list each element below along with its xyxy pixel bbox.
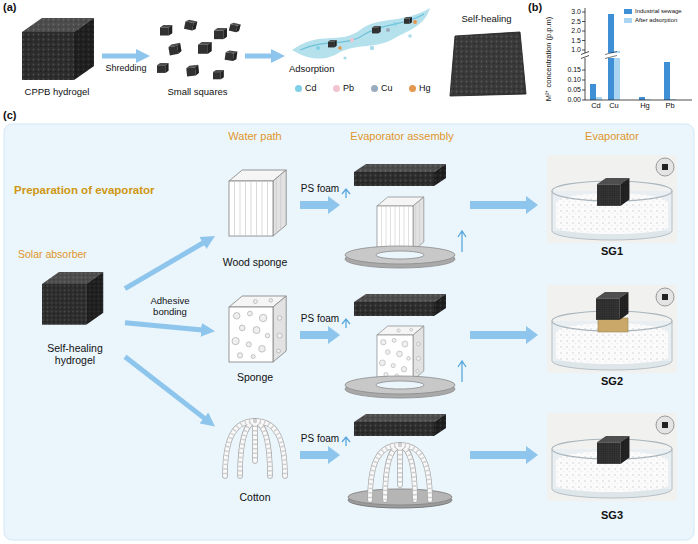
flow-arrow (245, 54, 275, 59)
illustration-node: SG1 (543, 152, 681, 260)
illustration-node: Small squares (150, 12, 245, 100)
tick-label: 3.0 (571, 8, 581, 16)
tick-label: 0.00 (567, 96, 581, 104)
axis-title: M²⁺ concentration (p.p.m) (545, 17, 554, 102)
node-label: Cotton (240, 491, 271, 503)
text-label: Solar absorber (18, 248, 87, 260)
flow-arrow (125, 241, 206, 289)
legend-label: Cu (381, 84, 393, 94)
node-label: Self-healing (461, 14, 511, 25)
evaporator-assembly (342, 164, 466, 268)
evaporator-assembly (342, 414, 452, 508)
tick-label: 0.10 (567, 76, 581, 84)
hydrogel-cube (42, 272, 103, 325)
illustration-node: Self-healing hydrogel (25, 268, 125, 368)
evaporator-photo (547, 155, 677, 243)
tick-label: 2.0 (571, 27, 581, 35)
wood-sponge (229, 170, 286, 236)
text-label: Preparation of evaporator (14, 184, 155, 197)
legend-label: Hg (419, 84, 431, 94)
sponge (229, 296, 286, 362)
flow-arrow (125, 323, 205, 331)
legend-swatch (371, 85, 378, 92)
text-label: Water path (228, 130, 281, 143)
text-label: Evaporator (585, 130, 639, 143)
cotton-wick (225, 421, 285, 476)
evaporator-photo (547, 413, 677, 501)
node-label: Adsorption (289, 64, 334, 75)
node-label: Self-healing hydrogel (29, 342, 121, 366)
tick-label: 1.0 (571, 46, 581, 54)
text-label: Evaporator assembly (350, 130, 453, 143)
edge-label: Adhesive bonding (138, 296, 202, 318)
node-label: Wood sponge (223, 256, 288, 268)
flow-arrow (102, 54, 140, 59)
node-label: CPPB hydrogel (25, 87, 90, 98)
illustration-node: Self-healing (445, 12, 528, 100)
edge-label: Shredding (103, 63, 148, 73)
legend-swatch (295, 85, 302, 92)
text-label: Hg (640, 102, 650, 111)
node-label: SG2 (601, 375, 623, 388)
illustration-node: Wood sponge (215, 155, 295, 270)
legend-label: Pb (343, 84, 354, 94)
node-label: Sponge (237, 371, 273, 383)
legend-label: Industrial sewage (635, 8, 682, 15)
hydrogel-pieces (157, 19, 241, 79)
legend-item: Industrial sewage (624, 8, 682, 15)
water-splash (292, 8, 430, 60)
tick-label: 0.05 (567, 86, 581, 94)
legend-label: After adsorption (635, 17, 677, 24)
assembly-arrows (300, 196, 538, 464)
evaporator-photo (547, 285, 677, 373)
legend-swatch (624, 9, 632, 14)
tick-label: 1.5 (571, 36, 581, 44)
node-label: SG1 (601, 245, 623, 258)
text-label: Cd (591, 102, 601, 111)
legend-item: Pb (333, 84, 354, 94)
text-label: PS foam (301, 433, 339, 445)
illustration-node: SG3 (543, 410, 681, 524)
self-healed-mat (450, 32, 526, 96)
legend-item: After adsorption (624, 17, 677, 24)
bar-chart (581, 8, 692, 100)
legend-item: Hg (409, 84, 431, 94)
evaporator-assembly (342, 294, 466, 398)
panel-background (4, 124, 694, 540)
legend-swatch (333, 85, 340, 92)
legend-label: Cd (305, 84, 317, 94)
text-label: Cu (609, 102, 619, 111)
hydrogel-cube (22, 18, 94, 80)
tick-label: 0.15 (567, 66, 581, 74)
text-label: Pb (665, 102, 674, 111)
illustration-node: Cotton (215, 410, 295, 505)
node-label: Small squares (167, 87, 227, 98)
illustration-node: SG2 (543, 282, 681, 390)
text-label: PS foam (301, 313, 339, 325)
tick-label: 2.5 (571, 17, 581, 25)
text-label: PS foam (301, 183, 339, 195)
flow-arrow (125, 357, 207, 421)
node-label: SG3 (601, 509, 623, 522)
legend-swatch (624, 18, 632, 23)
legend-item: Cu (371, 84, 393, 94)
legend-swatch (409, 85, 416, 92)
text-label: (c) (3, 109, 16, 122)
text-label: (b) (528, 1, 542, 14)
illustration-node: Sponge (215, 285, 295, 385)
illustration-node: CPPB hydrogel (12, 12, 102, 100)
legend-item: Cd (295, 84, 317, 94)
text-label: (a) (3, 1, 16, 14)
